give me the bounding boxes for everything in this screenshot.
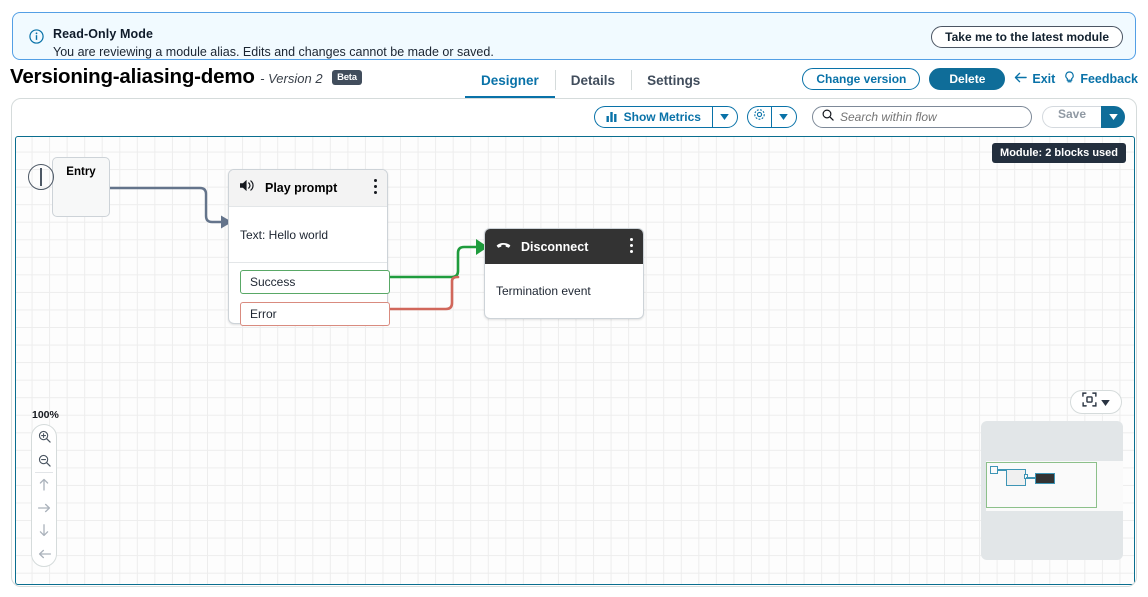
node-disconnect-title: Disconnect [521, 239, 589, 254]
zoom-controls [31, 424, 57, 567]
flow-canvas[interactable]: Module: 2 blocks used Entry [15, 136, 1135, 585]
bar-chart-icon [606, 110, 618, 125]
delete-button[interactable]: Delete [929, 68, 1006, 90]
header-tabs: Designer Details Settings [465, 62, 716, 100]
page-title: Versioning-aliasing-demo - Version 2 Bet… [10, 65, 362, 89]
arrow-down-icon [39, 524, 49, 537]
node-entry[interactable]: Entry [52, 157, 110, 217]
tab-designer[interactable]: Designer [465, 62, 555, 98]
node-disconnect-body: Termination event [496, 284, 591, 298]
canvas-settings-button[interactable] [746, 106, 771, 128]
arrow-right-icon [37, 503, 50, 512]
node-play-prompt-header: Play prompt [229, 170, 387, 207]
minimap-port [1024, 474, 1028, 479]
show-metrics-label: Show Metrics [623, 110, 701, 124]
kebab-menu-icon[interactable] [374, 179, 378, 194]
pan-left-button[interactable] [31, 543, 57, 566]
read-only-banner: Read-Only Mode You are reviewing a modul… [12, 12, 1136, 60]
node-disconnect[interactable]: Disconnect Termination event [484, 228, 644, 319]
connector-wires [108, 186, 488, 311]
chevron-down-icon [779, 114, 789, 120]
entry-port-icon [28, 164, 54, 190]
change-version-button[interactable]: Change version [802, 68, 921, 90]
entry-port-bar [40, 168, 42, 186]
kebab-menu-icon[interactable] [630, 238, 634, 253]
zoom-in-button[interactable] [31, 425, 57, 448]
exit-button[interactable]: Exit [1014, 72, 1055, 86]
tab-details[interactable]: Details [554, 62, 631, 98]
zoom-out-button[interactable] [31, 448, 57, 471]
tab-settings[interactable]: Settings [631, 62, 716, 98]
minimap-node-play-prompt [1006, 469, 1026, 486]
port-success[interactable]: Success [240, 270, 390, 294]
canvas-settings-group [746, 106, 797, 128]
canvas-settings-dropdown[interactable] [770, 106, 797, 128]
zoom-in-icon [38, 431, 51, 443]
arrow-up-icon [39, 478, 49, 491]
feedback-label: Feedback [1080, 72, 1138, 86]
show-metrics-button[interactable]: Show Metrics [593, 106, 712, 128]
pan-down-button[interactable] [31, 519, 57, 542]
node-play-prompt-body: Text: Hello world [229, 207, 387, 263]
search-icon [822, 108, 834, 126]
minimap[interactable] [981, 421, 1123, 560]
minimap-selection-rect [986, 462, 1097, 508]
header-actions: Change version Delete Exit Feedback [802, 68, 1138, 90]
gear-icon [753, 108, 766, 126]
arrow-left-icon [38, 550, 51, 559]
fit-to-screen-icon [1082, 392, 1097, 412]
feedback-button[interactable]: Feedback [1064, 71, 1138, 87]
page-version-label: - Version 2 [260, 71, 323, 86]
arrow-left-icon [1014, 72, 1028, 86]
banner-title: Read-Only Mode [53, 27, 154, 41]
chevron-down-icon [720, 114, 730, 120]
zoom-level-label: 100% [32, 409, 59, 421]
info-circle-icon [29, 29, 44, 44]
minimap-link [998, 469, 1006, 471]
banner-message: You are reviewing a module alias. Edits … [53, 45, 494, 59]
show-metrics-dropdown[interactable] [711, 106, 738, 128]
save-group: Save [1041, 106, 1125, 128]
lightbulb-icon [1064, 71, 1075, 87]
show-metrics-group: Show Metrics [593, 106, 738, 128]
beta-badge: Beta [332, 70, 362, 85]
zoom-out-icon [38, 454, 51, 467]
node-play-prompt[interactable]: Play prompt Text: Hello world Success Er… [228, 169, 390, 326]
search-box[interactable] [811, 106, 1032, 128]
minimap-node-disconnect [1035, 473, 1055, 484]
page-header: Versioning-aliasing-demo - Version 2 Bet… [0, 62, 1148, 100]
chevron-down-icon [1101, 393, 1110, 411]
node-disconnect-header: Disconnect [485, 229, 643, 264]
page-title-text: Versioning-aliasing-demo [10, 65, 255, 88]
chevron-down-icon [1108, 114, 1118, 120]
save-button[interactable]: Save [1041, 106, 1101, 128]
designer-panel: Show Metrics [11, 98, 1137, 587]
pan-up-button[interactable] [31, 473, 57, 496]
pan-right-button[interactable] [31, 496, 57, 519]
save-dropdown[interactable] [1101, 106, 1125, 128]
speaker-icon [239, 178, 256, 198]
entry-label: Entry [66, 166, 96, 178]
blocks-used-tooltip: Module: 2 blocks used [992, 143, 1126, 163]
node-play-prompt-title: Play prompt [265, 181, 338, 195]
canvas-toolbar: Show Metrics [12, 99, 1136, 135]
take-me-to-latest-module-button[interactable]: Take me to the latest module [931, 26, 1123, 48]
port-error[interactable]: Error [240, 302, 390, 326]
search-input[interactable] [839, 110, 1022, 124]
fit-to-screen-control[interactable] [1070, 390, 1122, 414]
minimap-link [1026, 477, 1035, 479]
minimap-node-entry [990, 466, 998, 474]
exit-label: Exit [1032, 72, 1056, 86]
hangup-phone-icon [495, 238, 512, 256]
